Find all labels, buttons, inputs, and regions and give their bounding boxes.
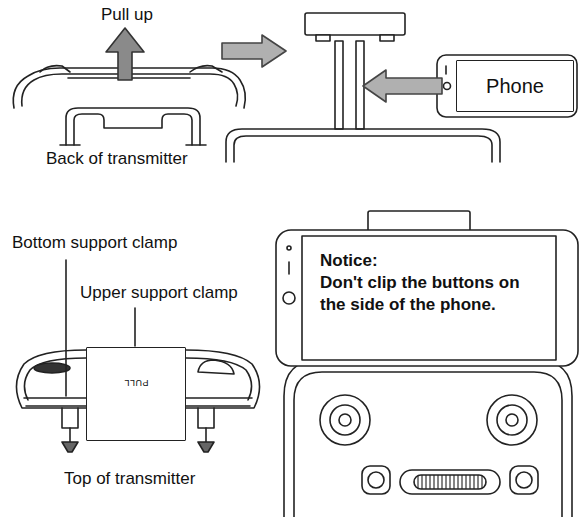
support-clamp: PULL [86, 347, 186, 441]
insert-arrow [363, 70, 442, 102]
part-label: Top of transmitter [64, 469, 195, 489]
part-label: Back of transmitter [46, 149, 188, 169]
leader-line [65, 260, 67, 396]
pull-arrow [106, 28, 144, 80]
notice-body: Don't clip the buttons on the side of th… [320, 272, 544, 316]
phone-body [437, 55, 577, 117]
phone-screen: Phone [456, 60, 574, 112]
part-label: Bottom support clamp [12, 233, 177, 253]
notice-box: Notice:Don't clip the buttons on the sid… [310, 246, 548, 356]
direction-arrow [222, 35, 286, 67]
node-text: Phone [486, 73, 544, 99]
remote-controller [284, 360, 572, 517]
leader-line [134, 308, 136, 346]
notice-heading: Notice: [320, 250, 378, 272]
node-text: PULL [124, 376, 149, 388]
phone-landscape [276, 211, 578, 366]
action-label: Pull up [101, 5, 153, 25]
part-label: Upper support clamp [80, 283, 238, 303]
